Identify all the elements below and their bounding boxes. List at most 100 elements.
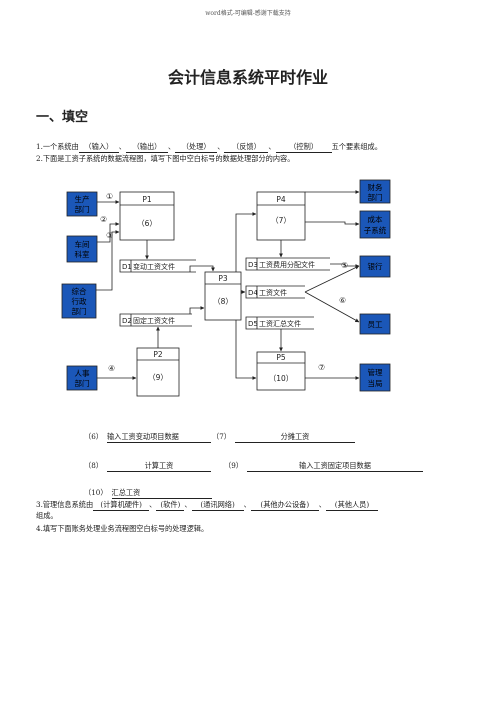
store-d2: [119, 313, 192, 327]
q1-blank-2: （输出）: [126, 142, 168, 153]
q1-blank-3: （处理）: [175, 142, 218, 153]
entity-production-line1: 生产: [75, 194, 90, 204]
store-d1-label: 变动工资文件: [133, 262, 175, 271]
question-3-suffix: 组成。: [36, 511, 58, 520]
entity-mgmt: [359, 363, 391, 392]
q1-sep: 、: [118, 142, 126, 151]
store-d4-id: D4: [248, 289, 258, 297]
entity-bank: [359, 255, 391, 278]
answer-9-num: （9）: [224, 461, 243, 470]
store-d2-id: D2: [122, 317, 132, 325]
entity-cost-line2: 子系统: [364, 225, 387, 235]
answer-7-num: （7）: [212, 432, 231, 441]
q3-sep: 、: [318, 500, 326, 509]
answer-10-num: （10）: [84, 488, 108, 497]
q1-sep: 、: [217, 142, 225, 151]
process-p1-label: （6）: [137, 219, 157, 228]
q1-sep: 、: [168, 142, 176, 151]
store-d5-label: 工资汇总文件: [259, 319, 301, 328]
process-p4-id: P4: [276, 195, 286, 204]
entity-staff-label: 员工: [368, 320, 383, 329]
entity-mgmt-line1: 管理: [368, 367, 383, 377]
q1-blank-1: （输入）: [78, 142, 119, 153]
entity-admin: [61, 283, 97, 319]
q1-suffix: 五个要素组成。: [331, 142, 382, 151]
flow-5-label: ⑤: [341, 261, 348, 270]
store-d5-id: D5: [248, 320, 258, 328]
process-p3-id: P3: [218, 274, 228, 283]
process-p2: [136, 347, 180, 397]
answer-6-num: （6）: [84, 432, 103, 441]
q3-blank-5: (其他人员): [325, 500, 378, 511]
flow-1-label: ①: [106, 192, 113, 201]
q3-sep: 、: [184, 500, 192, 509]
q1-sep: 、: [268, 142, 276, 151]
flow-3-label: ③: [106, 231, 113, 240]
process-p2-id: P2: [153, 350, 163, 359]
question-2: 2.下面是工资子系统的数据流程图，填写下图中空白标号的数据处理部分的内容。: [36, 154, 295, 163]
answer-6-text: 输入工资变动项目数据: [106, 432, 211, 443]
store-d3: [245, 257, 330, 271]
q1-blank-4: （反馈）: [224, 142, 269, 153]
question-4: 4.填写下面账务处理业务流程图空白标号的处理逻辑。: [36, 524, 209, 533]
entity-workshop: [66, 235, 98, 263]
question-3: 3.管理信息系统由(计算机硬件)、(软件)、(通讯网络)、(其他办公设备)、(其…: [36, 500, 378, 511]
entity-mgmt-line2: 当局: [368, 378, 383, 388]
q3-blank-3: (通讯网络): [191, 500, 244, 511]
page-title: 会计信息系统平时作业: [167, 68, 328, 87]
store-d2-label: 固定工资文件: [133, 316, 175, 325]
store-d4-label: 工资文件: [259, 288, 287, 297]
process-p4: [256, 191, 306, 241]
entity-cost: [359, 210, 391, 239]
entity-finance-line1: 财务: [368, 182, 383, 192]
q1-prefix: 1.一个系统由: [36, 142, 79, 151]
answer-9-text: 输入工资固定项目数据: [246, 461, 423, 472]
answer-8-text: 计算工资: [106, 461, 211, 472]
process-p2-label: （9）: [148, 373, 168, 382]
entity-hr-line2: 部门: [75, 378, 90, 388]
q3-blank-4: (其他办公设备): [250, 500, 319, 511]
q3-blank-1: (计算机硬件): [93, 500, 150, 511]
question-1: 1.一个系统由（输入）、（输出）、（处理）、（反馈）、（控制）五个要素组成。: [36, 142, 382, 153]
entity-admin-line1: 综合: [72, 286, 87, 296]
section-heading: 一、填空: [36, 110, 89, 125]
answer-7: （7）分摊工资: [212, 432, 355, 443]
flow-2-label: ②: [100, 215, 107, 224]
answer-7-text: 分摊工资: [234, 432, 355, 443]
entity-hr-line1: 人事: [75, 368, 90, 378]
entity-admin-line3: 部门: [72, 306, 87, 316]
store-d4: [245, 285, 305, 299]
entity-workshop-line1: 车间: [75, 239, 90, 249]
store-d3-label: 工资费用分配文件: [259, 260, 315, 269]
process-p3-label: （8）: [213, 297, 233, 306]
process-p3: [204, 271, 242, 321]
process-p5-label: （10）: [269, 374, 294, 383]
entity-admin-line2: 行政: [72, 296, 87, 306]
q3-blank-2: (软件): [156, 500, 185, 511]
q3-sep: 、: [243, 500, 251, 509]
store-d3-id: D3: [248, 261, 258, 269]
entity-cost-line1: 成本: [368, 214, 383, 224]
q3-sep: 、: [149, 500, 157, 509]
q1-blank-5: （控制）: [275, 142, 332, 153]
entity-production: [66, 191, 98, 217]
answer-8-num: （8）: [84, 461, 103, 470]
process-p1: [119, 191, 175, 241]
entity-bank-label: 银行: [368, 261, 383, 271]
answer-6: （6）输入工资变动项目数据: [84, 432, 211, 443]
process-p4-label: （7）: [271, 216, 291, 225]
page-header: word格式-可编辑-感谢下载支持: [205, 10, 291, 17]
entity-hr: [66, 365, 98, 391]
flow-6-label: ⑥: [339, 296, 346, 305]
answer-8: （8）计算工资: [84, 461, 211, 472]
answer-10-text: 汇总工资: [111, 488, 212, 499]
answer-10: （10）汇总工资: [84, 488, 212, 499]
flow-4-label: ④: [108, 364, 115, 373]
process-p5: [256, 351, 306, 391]
process-p5-id: P5: [276, 353, 286, 362]
q3-prefix: 3.管理信息系统由: [36, 500, 94, 509]
store-d1-id: D1: [122, 263, 132, 271]
store-d1: [119, 259, 196, 273]
entity-staff: [359, 313, 391, 335]
